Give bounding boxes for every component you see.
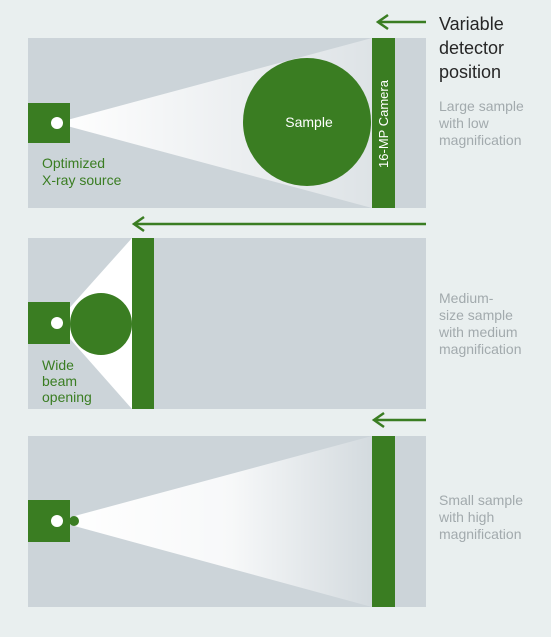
panel-caption-small: Small sample with high magnification: [438, 492, 527, 542]
caption-line: with high: [438, 509, 494, 525]
detector-camera: [132, 238, 154, 409]
sample-circle: [243, 58, 371, 186]
source-label-line: Optimized: [42, 155, 105, 171]
sample-circle: [69, 516, 79, 526]
source-label-line: opening: [42, 389, 92, 405]
xray-source: [28, 302, 70, 344]
panel-small-sample: [28, 436, 426, 607]
source-label: Optimized X-ray source: [42, 155, 122, 188]
detector-camera: [372, 436, 395, 607]
source-aperture: [51, 117, 63, 129]
caption-line: magnification: [439, 341, 522, 357]
source-aperture: [51, 317, 63, 329]
source-label-line: Wide: [42, 357, 74, 373]
panel-large-sample: Sample 16-MP Camera Optimized X-ray sour…: [28, 38, 426, 208]
xray-source: [28, 103, 70, 143]
source-label-line: X-ray source: [42, 172, 122, 188]
detector-move-arrow: [131, 215, 426, 233]
xray-source: [28, 500, 70, 542]
variable-position-arrow: [375, 13, 426, 31]
sample-circle: [70, 293, 132, 355]
panel-caption-large: Large sample with low magnification: [438, 98, 528, 148]
header-title-line: Variable: [439, 14, 504, 34]
panel-caption-medium: Medium- size sample with medium magnific…: [438, 290, 522, 357]
source-label-line: beam: [42, 373, 77, 389]
caption-line: magnification: [439, 526, 522, 542]
caption-line: with low: [438, 115, 490, 131]
header-title-line: detector: [439, 38, 504, 58]
panel-medium-sample: Wide beam opening: [28, 238, 426, 409]
caption-line: with medium: [438, 324, 518, 340]
caption-line: Small sample: [439, 492, 523, 508]
caption-line: magnification: [439, 132, 522, 148]
detector-move-arrow: [371, 411, 426, 429]
header-title-line: position: [439, 62, 501, 82]
source-aperture: [51, 515, 63, 527]
source-label: Wide beam opening: [42, 357, 92, 405]
detector-camera: [372, 38, 395, 208]
header-title: Variable detector position: [439, 14, 509, 82]
caption-line: Large sample: [439, 98, 524, 114]
camera-label: 16-MP Camera: [376, 79, 391, 168]
caption-line: Medium-: [439, 290, 494, 306]
xray-beam: [56, 436, 372, 607]
caption-line: size sample: [439, 307, 513, 323]
sample-label: Sample: [285, 114, 333, 130]
